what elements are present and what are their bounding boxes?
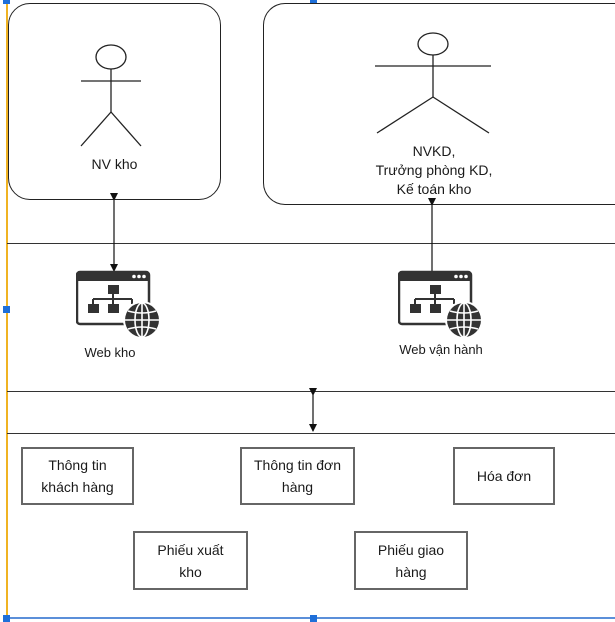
web-van-hanh-label: Web vận hành [399,342,483,357]
entity-thong-tin-khach-hang[interactable]: Thông tin khách hàng [21,447,134,505]
selection-handle-top-left[interactable] [3,0,10,4]
entity-label-line: kho [179,563,202,580]
selection-handle-bottom-center[interactable] [310,615,317,622]
entity-label-line: hàng [395,563,427,580]
actor-label: NV kho [91,156,138,172]
entity-phieu-giao-hang[interactable]: Phiếu giao hàng [354,531,468,590]
actor-label-line: Trưởng phòng KD, [375,162,493,178]
entity-label-line: hàng [281,479,314,495]
web-sitemap-globe-icon [76,270,161,339]
selection-handle-bottom-left[interactable] [3,615,10,622]
layer-separator-actors [7,243,615,244]
entity-label-line: Thông tin [48,457,107,473]
selection-handle-top-center[interactable] [310,0,317,4]
web-kho-label: Web kho [84,345,136,360]
entity-label-line: khách hàng [41,479,114,495]
entity-label-line: Hóa đơn [476,468,532,484]
entity-label-line: Phiếu xuất [157,541,224,558]
entity-phieu-xuat-kho[interactable]: Phiếu xuất kho [133,531,248,590]
actor-label-line: NVKD, [412,143,456,159]
actor-box-nv-kho[interactable]: NV kho [8,3,221,200]
actor-label: NVKD, Trưởng phòng KD, Kế toán kho [334,142,534,199]
selection-handle-mid-left[interactable] [3,306,10,313]
entity-label-line: Phiếu giao [377,541,445,558]
actor-label-line: Kế toán kho [396,181,472,197]
web-sitemap-globe-icon [398,270,483,339]
actor-box-nvkd[interactable]: NVKD, Trưởng phòng KD, Kế toán kho [263,3,615,205]
actor-icon [80,44,142,147]
actor-icon [375,32,491,134]
layer-separator-data [7,433,615,434]
entity-thong-tin-don-hang[interactable]: Thông tin đơn hàng [240,447,355,505]
entity-hoa-don[interactable]: Hóa đơn [453,447,555,505]
entity-label-line: Thông tin đơn [253,457,341,473]
